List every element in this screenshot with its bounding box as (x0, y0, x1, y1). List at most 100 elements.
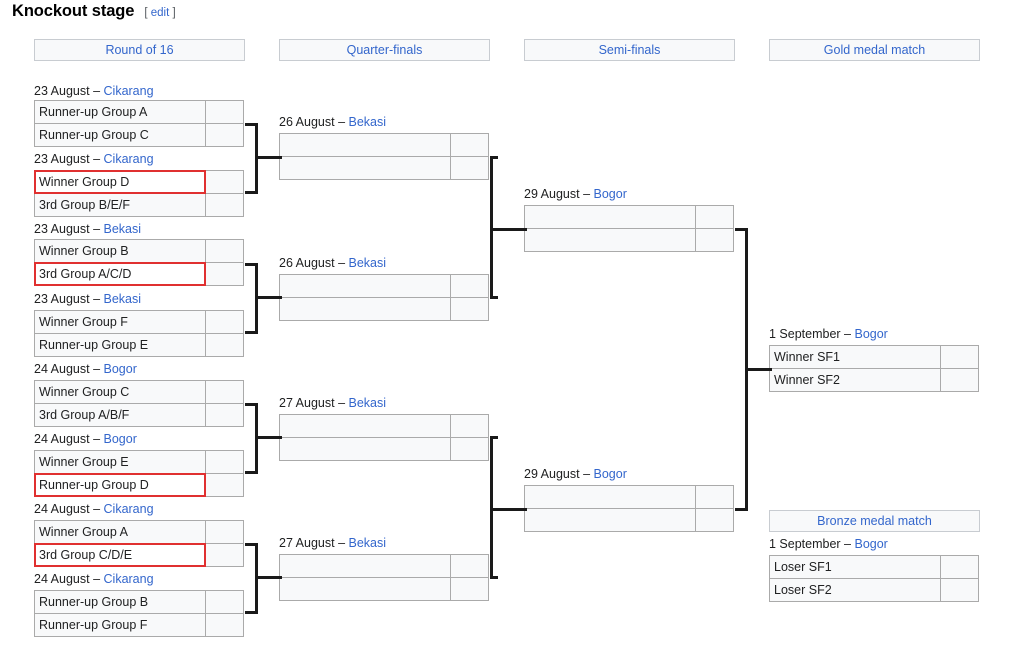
match-row-home[interactable] (279, 414, 489, 438)
match-venue-link[interactable]: Bogor (593, 467, 627, 481)
team-name: Loser SF2 (769, 578, 941, 602)
match-row-away[interactable] (524, 228, 734, 252)
match-date: 23 August (34, 84, 90, 98)
match-row-away-highlighted[interactable]: 3rd Group C/D/E (34, 543, 244, 567)
round-header-bronze-medal-match[interactable]: Bronze medal match (769, 510, 980, 532)
match-row-home[interactable]: Runner-up Group A (34, 100, 244, 124)
edit-link[interactable]: edit (150, 7, 170, 19)
team-score (205, 170, 244, 194)
connector-feed-sf-2 (490, 508, 527, 511)
match-date: 24 August (34, 362, 90, 376)
connector-stub-r16-3 (245, 263, 258, 266)
match-row-home[interactable]: Winner Group C (34, 380, 244, 404)
edit-section: [ edit ] (144, 7, 175, 19)
team-name: Winner Group E (34, 450, 206, 474)
team-name: Loser SF1 (769, 555, 941, 579)
match-row-away[interactable] (279, 577, 489, 601)
connector-stub-qf-2 (490, 296, 498, 299)
team-score (205, 450, 244, 474)
match-date: 23 August (34, 222, 90, 236)
match-row-away[interactable] (279, 156, 489, 180)
match-venue-link[interactable]: Bogor (854, 327, 888, 341)
match-row-away[interactable]: Winner SF2 (769, 368, 979, 392)
match-row-home[interactable]: Winner SF1 (769, 345, 979, 369)
match-date: 24 August (34, 432, 90, 446)
match-date: 26 August (279, 115, 335, 129)
match-venue-link[interactable]: Bekasi (348, 396, 387, 410)
match-row-home[interactable]: Runner-up Group B (34, 590, 244, 614)
match-date: 29 August (524, 467, 580, 481)
team-score (205, 520, 244, 544)
match-box-qf-1 (279, 133, 489, 180)
match-row-home[interactable]: Winner Group E (34, 450, 244, 474)
match-meta-r16-5: 24 August – Bogor (34, 361, 137, 377)
match-row-home[interactable] (279, 274, 489, 298)
match-meta-r16-1: 23 August – Cikarang (34, 83, 154, 99)
match-date: 1 September (769, 537, 841, 551)
round-header-gold-medal-match[interactable]: Gold medal match (769, 39, 980, 61)
match-row-away-highlighted[interactable]: 3rd Group A/C/D (34, 262, 244, 286)
match-venue-link[interactable]: Cikarang (103, 152, 154, 166)
match-venue-link[interactable]: Cikarang (103, 572, 154, 586)
match-venue-link[interactable]: Bogor (854, 537, 888, 551)
match-row-away[interactable]: Loser SF2 (769, 578, 979, 602)
team-name (524, 508, 696, 532)
match-venue-link[interactable]: Bekasi (348, 536, 387, 550)
match-dash: – (334, 536, 349, 550)
page-title: Knockout stage (12, 2, 135, 20)
edit-bracket-open: [ (144, 7, 151, 19)
match-venue-link[interactable]: Bekasi (103, 222, 142, 236)
team-name: Winner Group A (34, 520, 206, 544)
match-row-away[interactable]: Runner-up Group C (34, 123, 244, 147)
match-row-home[interactable] (524, 485, 734, 509)
match-row-away[interactable]: 3rd Group A/B/F (34, 403, 244, 427)
match-row-home[interactable]: Loser SF1 (769, 555, 979, 579)
match-row-home[interactable] (524, 205, 734, 229)
connector-stub-qf-3 (490, 436, 498, 439)
team-score (205, 333, 244, 357)
match-row-away[interactable] (279, 297, 489, 321)
match-row-away[interactable]: 3rd Group B/E/F (34, 193, 244, 217)
connector-feed-gold (745, 368, 772, 371)
match-meta-sf-2: 29 August – Bogor (524, 466, 627, 482)
match-date: 27 August (279, 536, 335, 550)
team-score (205, 239, 244, 263)
match-row-home[interactable] (279, 133, 489, 157)
match-row-away[interactable]: Runner-up Group E (34, 333, 244, 357)
match-row-away[interactable]: Runner-up Group F (34, 613, 244, 637)
match-row-home[interactable]: Winner Group B (34, 239, 244, 263)
match-venue-link[interactable]: Bekasi (103, 292, 142, 306)
match-row-away[interactable] (279, 437, 489, 461)
match-box-bronze: Loser SF1 Loser SF2 (769, 555, 979, 602)
match-venue-link[interactable]: Bogor (103, 432, 137, 446)
match-box-r16-6: Winner Group E Runner-up Group D (34, 450, 244, 497)
match-row-away[interactable] (524, 508, 734, 532)
match-row-home[interactable] (279, 554, 489, 578)
match-venue-link[interactable]: Cikarang (103, 84, 154, 98)
match-dash: – (579, 187, 594, 201)
match-row-home-highlighted[interactable]: Winner Group D (34, 170, 244, 194)
match-venue-link[interactable]: Cikarang (103, 502, 154, 516)
match-dash: – (840, 327, 855, 341)
match-dash: – (89, 572, 104, 586)
match-box-gold: Winner SF1 Winner SF2 (769, 345, 979, 392)
match-venue-link[interactable]: Bogor (103, 362, 137, 376)
match-row-away-highlighted[interactable]: Runner-up Group D (34, 473, 244, 497)
match-venue-link[interactable]: Bekasi (348, 115, 387, 129)
match-row-home[interactable]: Winner Group A (34, 520, 244, 544)
match-venue-link[interactable]: Bogor (593, 187, 627, 201)
team-name: Winner Group B (34, 239, 206, 263)
connector-feed-qf-2 (255, 296, 282, 299)
connector-feed-qf-4 (255, 576, 282, 579)
round-header-semi-finals[interactable]: Semi-finals (524, 39, 735, 61)
match-meta-gold: 1 September – Bogor (769, 326, 888, 342)
connector-feed-qf-1 (255, 156, 282, 159)
match-dash: – (89, 432, 104, 446)
round-header-quarter-finals[interactable]: Quarter-finals (279, 39, 490, 61)
match-date: 26 August (279, 256, 335, 270)
match-venue-link[interactable]: Bekasi (348, 256, 387, 270)
round-header-round-of-16[interactable]: Round of 16 (34, 39, 245, 61)
match-row-home[interactable]: Winner Group F (34, 310, 244, 334)
match-dash: – (89, 292, 104, 306)
team-name (279, 554, 451, 578)
